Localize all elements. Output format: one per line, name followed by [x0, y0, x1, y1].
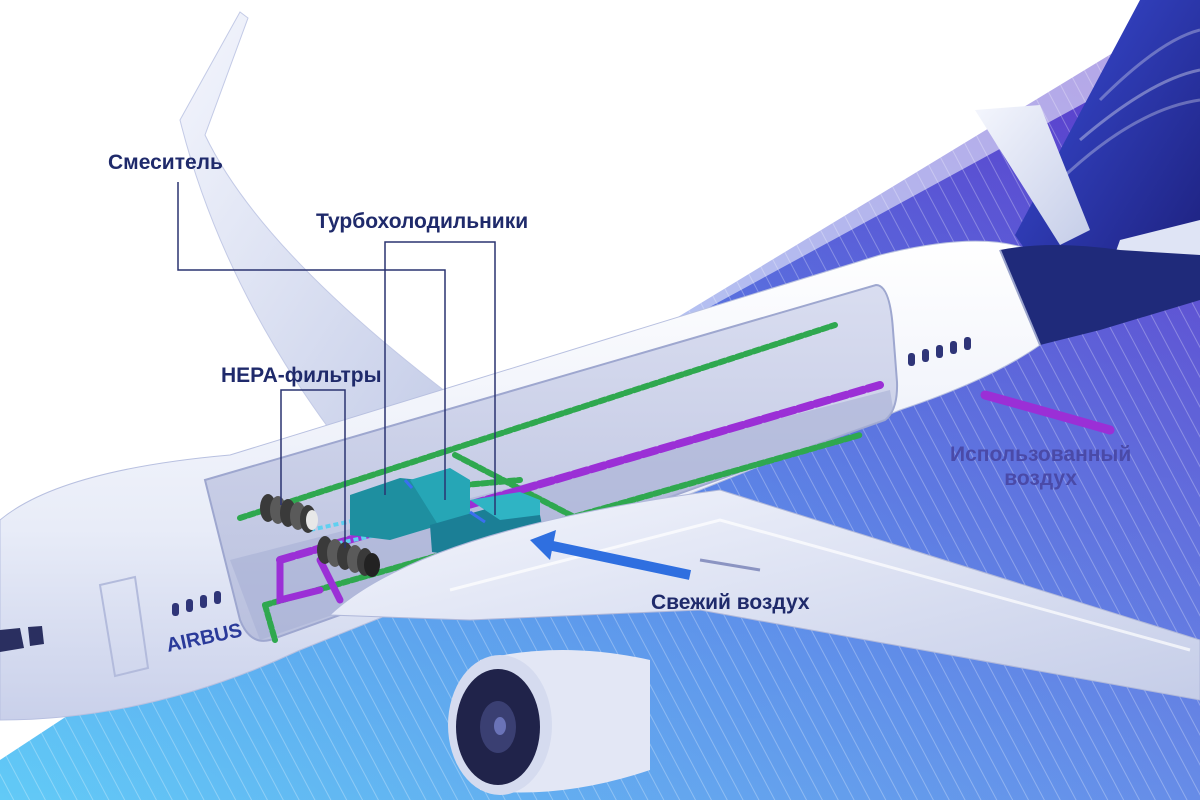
cockpit-windows	[0, 626, 44, 652]
rear-windows	[908, 337, 971, 366]
hepa-filter-upper	[260, 494, 318, 533]
front-door	[98, 575, 150, 678]
callout-lines	[177, 182, 496, 548]
fresh-air-label: Свежий воздух	[651, 591, 810, 614]
turbo-leader-left	[384, 241, 496, 515]
fresh-air-arrow	[530, 530, 692, 580]
near-engine	[448, 650, 650, 795]
used-air-label-line2: воздух	[1004, 467, 1078, 490]
hepa-filter-lower	[317, 536, 380, 577]
hepa-leader	[280, 389, 346, 548]
used-air-label: Использованный воздух	[950, 443, 1131, 491]
hepa-filters	[260, 494, 380, 577]
mixer-leader	[177, 182, 446, 500]
turbo-coolers-label: Турбохолодильники	[316, 210, 529, 233]
far-wing	[179, 11, 452, 431]
horizontal-stabilizer	[975, 105, 1090, 245]
cooler-connectors	[403, 479, 486, 524]
used-air-label-line1: Использованный	[950, 443, 1132, 466]
hepa-filters-label: HEPA-фильтры	[221, 364, 382, 387]
mixer-label: Смеситель	[108, 151, 223, 174]
